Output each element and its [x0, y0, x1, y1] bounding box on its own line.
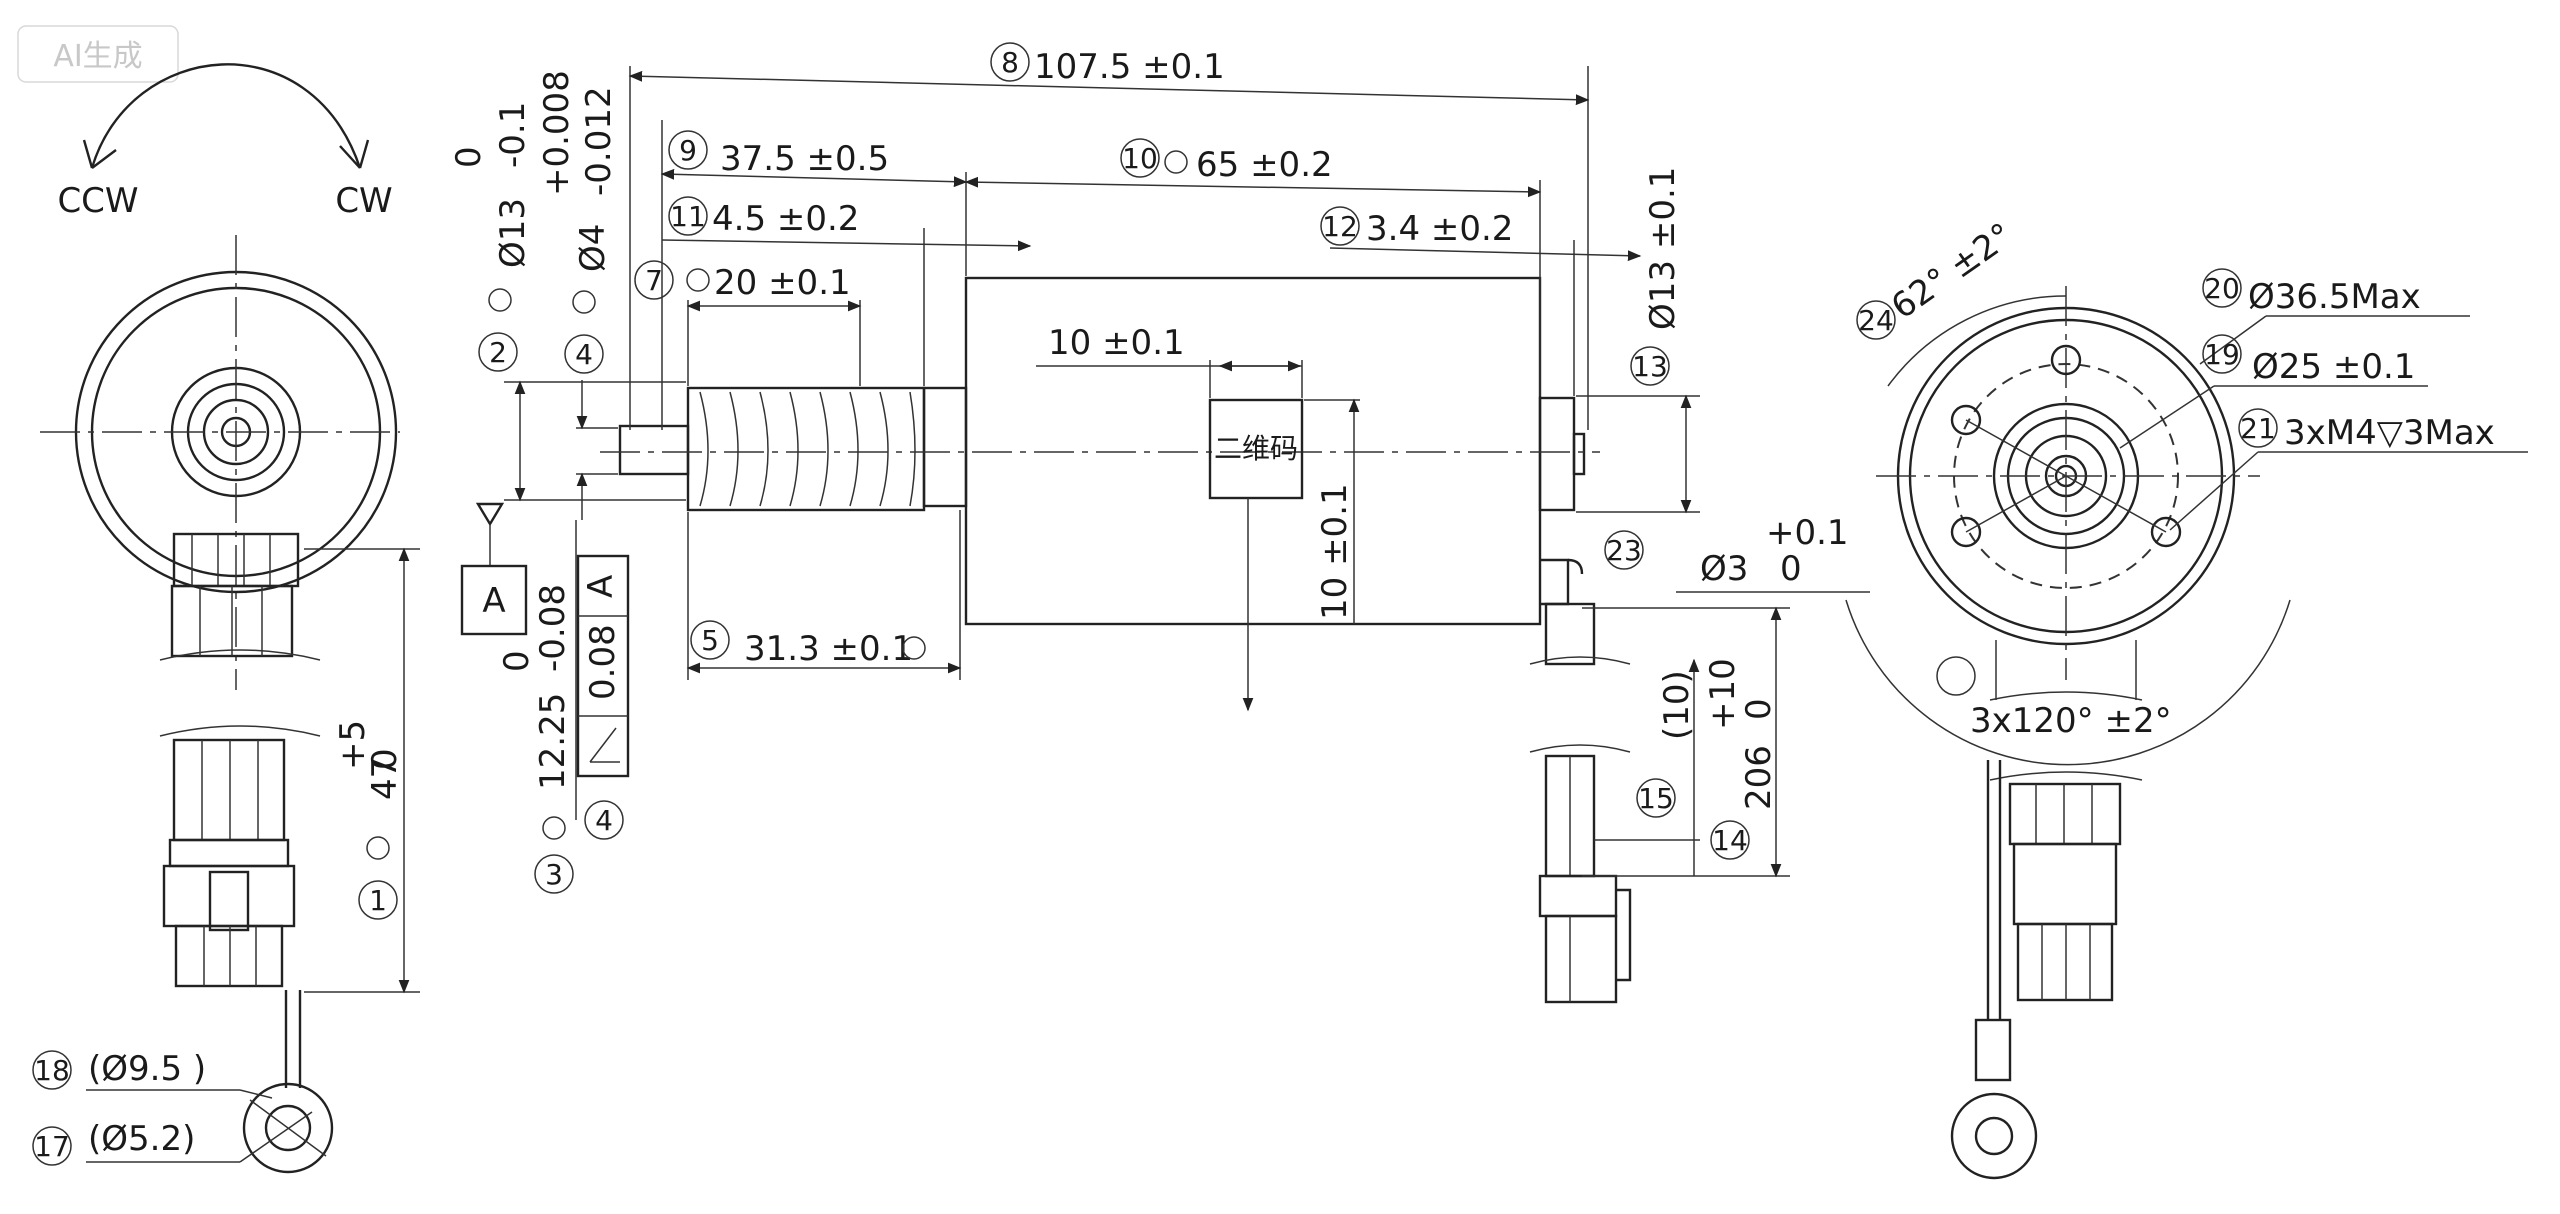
- dim-3-4: 3.4 ±0.2: [1366, 209, 1513, 249]
- dim-120-deg: 3x120° ±2°: [1970, 701, 2172, 741]
- callout-4: 4: [595, 804, 613, 837]
- callout-23: 24: [1858, 304, 1894, 337]
- dim-18: (Ø9.5 ): [88, 1049, 206, 1089]
- ring-terminal-right: [1950, 1092, 2038, 1180]
- callout-7: 5: [701, 624, 719, 657]
- ccw-arrowhead-icon: [82, 139, 117, 169]
- qr-code-label: 二维码: [1214, 432, 1298, 465]
- runout-symbol-icon: [589, 727, 620, 763]
- callout-19: 20: [2204, 272, 2240, 305]
- dim-12-25-tol-upper: 0: [497, 650, 537, 672]
- callout-20: 19: [2204, 338, 2240, 371]
- dim-d3-tol-upper: +0.1: [1766, 513, 1849, 553]
- dim-12-25-tol-lower: -0.08: [533, 584, 573, 672]
- dim-47-tol-upper: +5: [333, 720, 373, 770]
- dim-d3-tol-lower: 0: [1780, 549, 1802, 589]
- tolerance-frame: [576, 554, 630, 778]
- output-shaft: [618, 424, 690, 476]
- watermark-badge: AI生成: [17, 25, 179, 83]
- callout-21: 21: [2240, 412, 2276, 445]
- key-dim-icon: [686, 268, 710, 292]
- dim-d4-shaft: Ø4: [573, 224, 613, 272]
- callout-1: 1: [369, 884, 387, 917]
- dim-m4-holes: 3xM4▽3Max: [2284, 413, 2495, 453]
- mount-hole: [2050, 344, 2082, 376]
- dim-62-deg: 62° ±2°: [1884, 215, 2020, 327]
- watermark-text: AI生成: [53, 39, 142, 74]
- dim-qr-h: 10 ±0.1: [1048, 323, 1185, 363]
- dim-47-tol-lower: 0: [365, 748, 405, 770]
- callout-22: 23: [1606, 534, 1642, 567]
- datum-triangle-icon: [475, 502, 505, 527]
- dim-17: (Ø5.2): [88, 1119, 195, 1159]
- mount-hole: [1950, 404, 1982, 436]
- dim-31-3: 31.3 ±0.1: [744, 629, 913, 669]
- left-end-view: CCW CW: [40, 63, 420, 1174]
- key-dim-icon: [902, 636, 926, 660]
- key-dim-icon: [1164, 150, 1188, 174]
- callout-15: 14: [1712, 824, 1748, 857]
- callout-12: 11: [670, 200, 706, 233]
- key-dim-icon: [488, 288, 512, 312]
- dim-47: 47: [365, 757, 405, 800]
- dim-d36-5: Ø36.5Max: [2248, 277, 2421, 317]
- dim-37-5: 37.5 ±0.5: [720, 139, 889, 179]
- dim-d13-rear: Ø13 ±0.1: [1643, 167, 1683, 330]
- dim-d4-tol-upper: +0.008: [537, 70, 577, 196]
- dim-206: 206: [1739, 745, 1779, 810]
- callout-8: 7: [645, 264, 663, 297]
- callout-5: 4: [575, 338, 593, 371]
- dim-d13-tol-lower: -0.1: [493, 102, 533, 168]
- qr-code-box: [1208, 398, 1304, 500]
- ccw-label: CCW: [57, 181, 138, 221]
- rotation-arc: [90, 63, 362, 169]
- dim-20: 20 ±0.1: [714, 263, 851, 303]
- callout-14: 13: [1632, 350, 1668, 383]
- right-end-view: 24 62° ±2° 3x120° ±2° 20 Ø36.5Max 19 Ø25…: [1845, 215, 2528, 1180]
- dim-65: 65 ±0.2: [1196, 145, 1333, 185]
- dim-qr-v: 10 ±0.1: [1315, 483, 1355, 620]
- dim-total-length: 107.5 ±0.1: [1034, 47, 1225, 87]
- key-dim-icon: [542, 816, 566, 840]
- datum-box: [460, 564, 528, 636]
- side-view: 二维码 10 ±0.1 10 ±0.1 8 107.5 ±0.1 9 37.5 …: [449, 42, 1870, 1004]
- datum-label: A: [482, 581, 505, 621]
- callout-11: 10: [1122, 142, 1158, 175]
- callout-2: 2: [489, 336, 507, 369]
- mount-hole: [1950, 516, 1982, 548]
- cw-label: CW: [335, 181, 392, 221]
- callout-13: 12: [1322, 210, 1358, 243]
- cw-arrowhead-icon: [339, 139, 370, 169]
- dim-4-5: 4.5 ±0.2: [712, 199, 859, 239]
- dim-d25: Ø25 ±0.1: [2252, 347, 2415, 387]
- ring-terminal: [242, 1082, 334, 1174]
- callout-16: 15: [1638, 782, 1674, 815]
- dim-10-ref: (10): [1657, 670, 1697, 740]
- dim-12-25: 12.25: [533, 693, 573, 790]
- callout-18: 18: [34, 1054, 70, 1087]
- dim-d4-tol-lower: -0.012: [579, 86, 619, 196]
- callout-10: 9: [679, 134, 697, 167]
- dim-d3-wire: Ø3: [1700, 549, 1748, 589]
- callout-9: 8: [1001, 46, 1019, 79]
- key-dim-icon: [366, 836, 390, 860]
- dim-d13-tol-upper: 0: [449, 146, 489, 168]
- callout-17: 17: [34, 1130, 70, 1163]
- dim-206-tol-upper: +10: [1703, 658, 1743, 730]
- dim-d13-shaft: Ø13: [493, 198, 533, 268]
- dim-206-tol-lower: 0: [1739, 698, 1779, 720]
- tolerance-value: 0.08: [583, 624, 623, 700]
- callout-3: 3: [545, 858, 563, 891]
- tolerance-datum: A: [581, 575, 621, 598]
- mount-hole: [2150, 516, 2182, 548]
- key-dim-icon: [572, 290, 596, 314]
